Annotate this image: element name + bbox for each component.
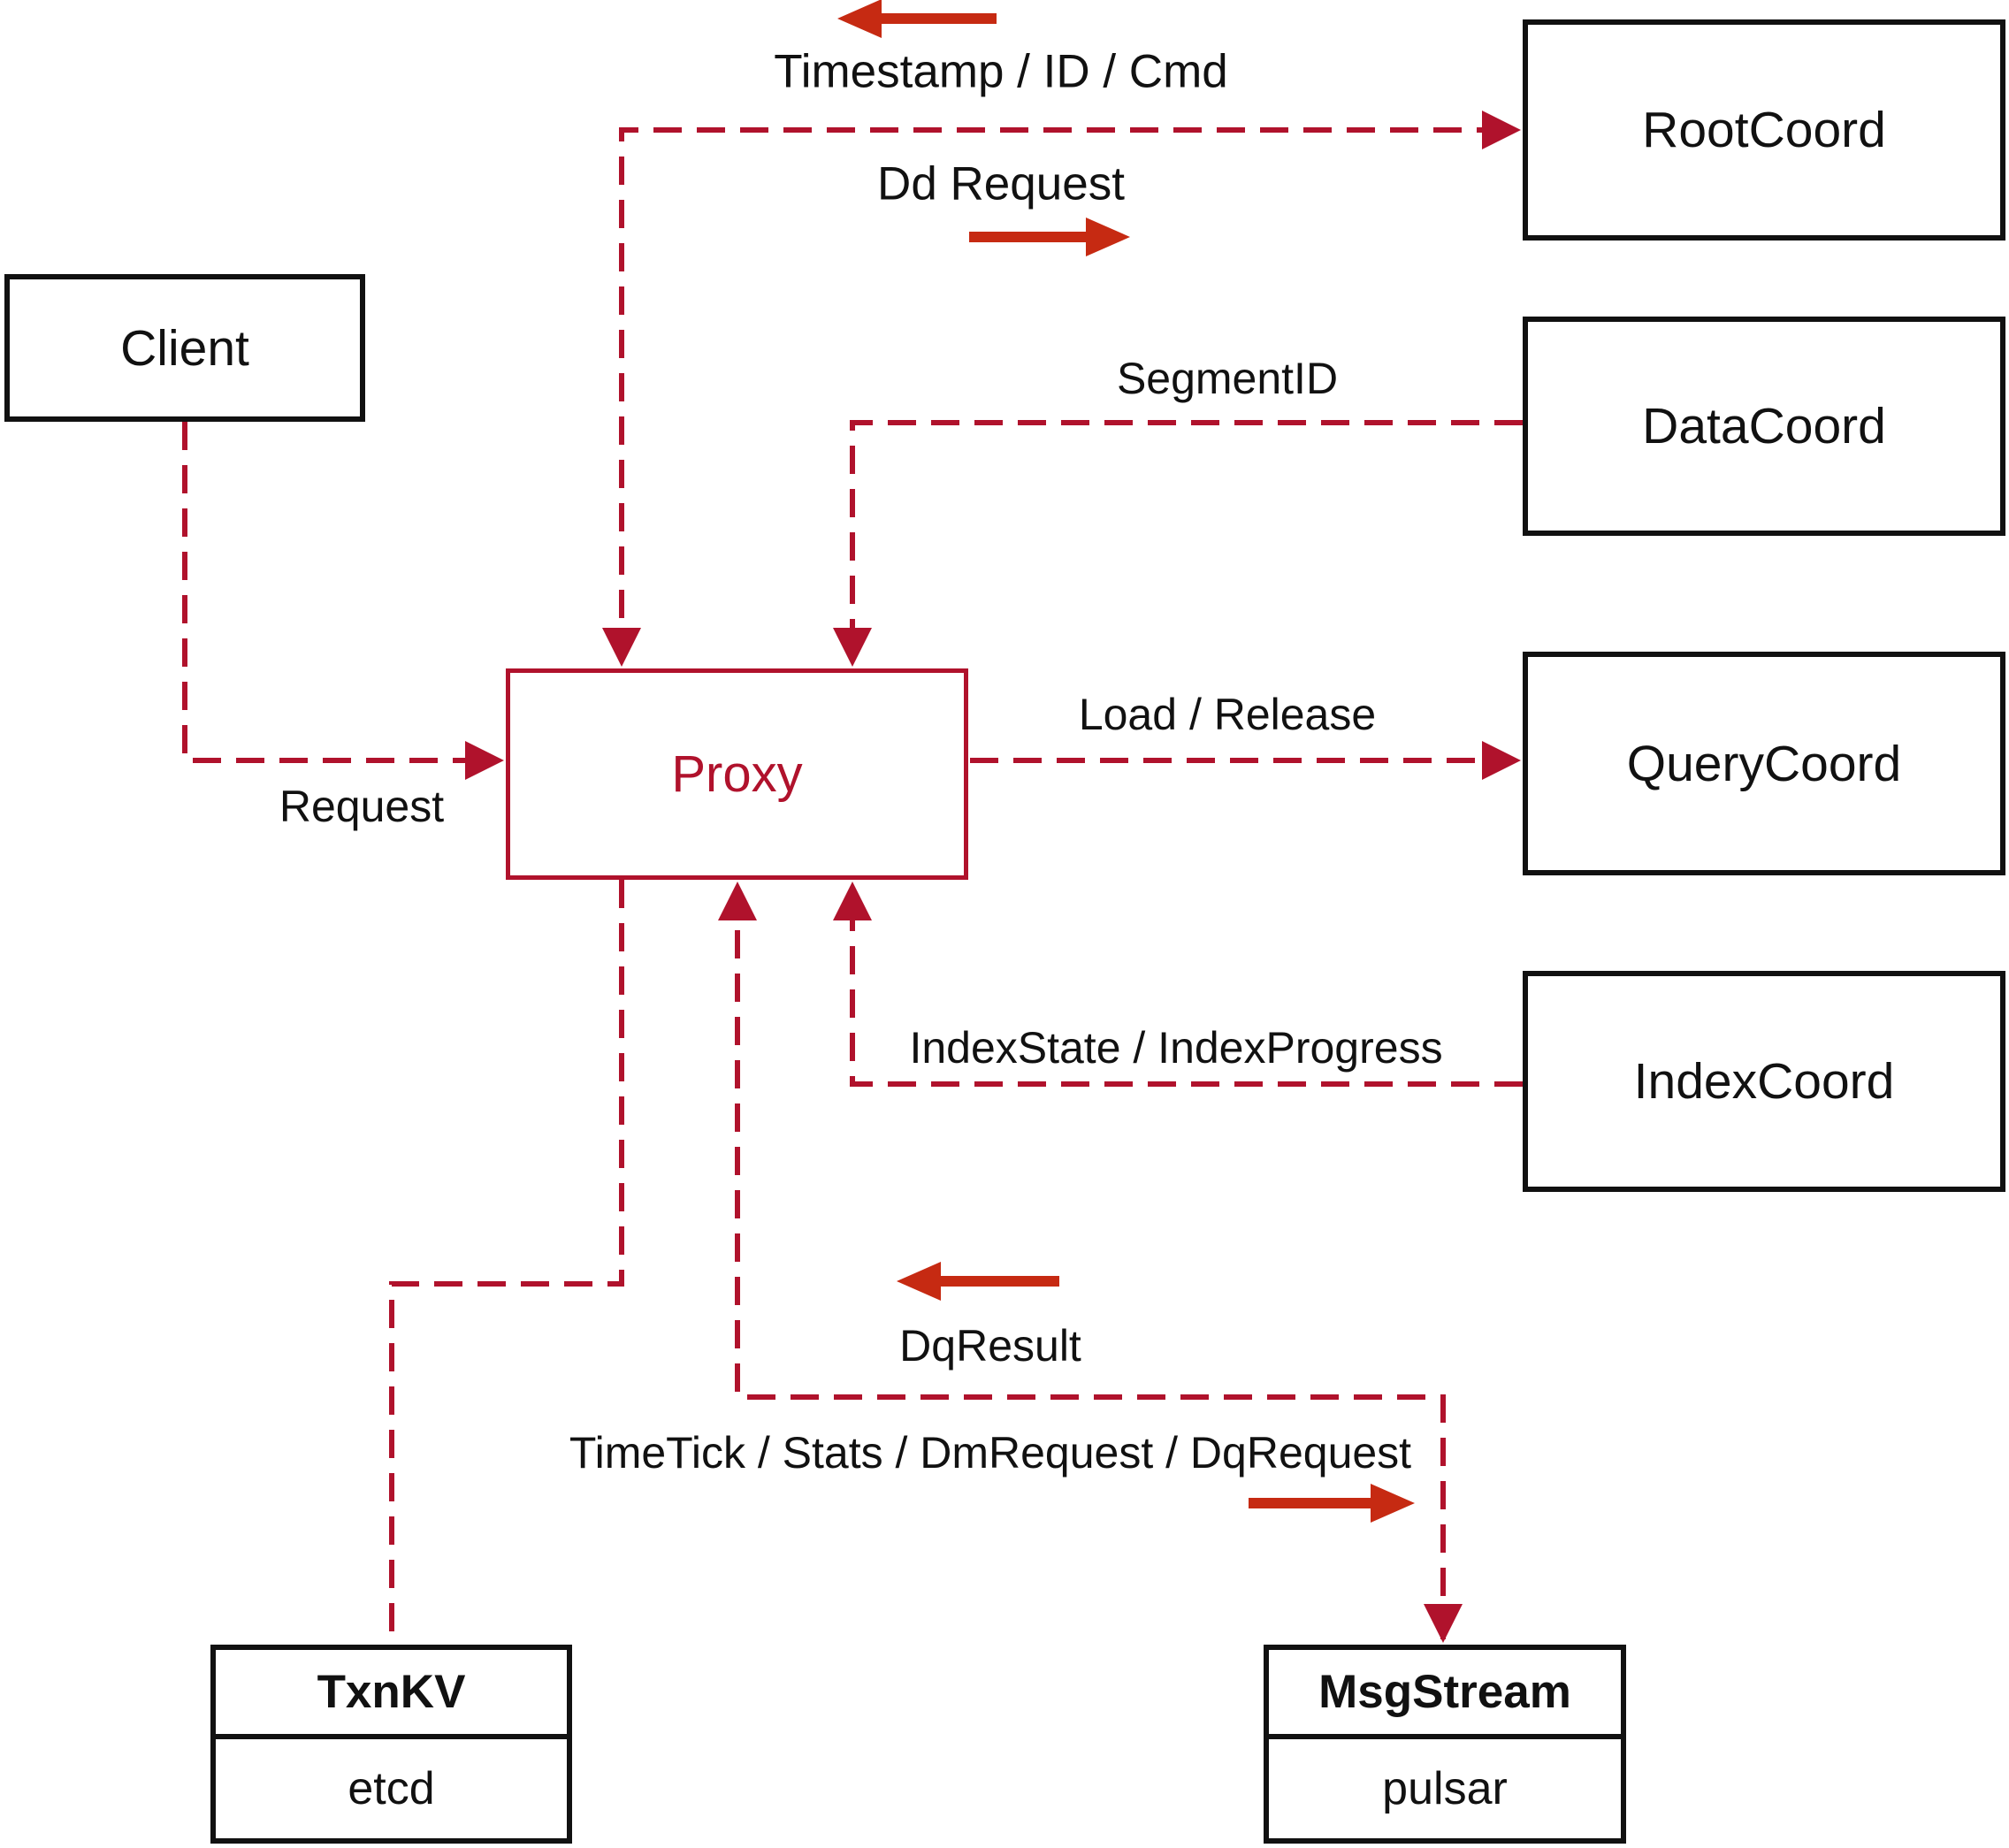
msgstream-subtitle: pulsar xyxy=(1382,1763,1508,1814)
indexcoord-node: IndexCoord xyxy=(1523,971,2005,1192)
edge-proxy-rootcoord xyxy=(619,127,1505,661)
arrowhead-into-proxy-top-1 xyxy=(602,628,641,667)
arrowhead-into-rootcoord xyxy=(1482,111,1521,149)
client-label: Client xyxy=(120,319,249,377)
arrowhead-into-proxy-left xyxy=(465,741,504,780)
flow-left-arrow-icon xyxy=(897,1262,1059,1301)
edge-proxy-txnkv xyxy=(389,880,624,1645)
edge-datacoord-proxy xyxy=(850,420,1523,661)
querycoord-node: QueryCoord xyxy=(1523,652,2005,875)
edge-label-load-release: Load / Release xyxy=(1078,690,1377,739)
msgstream-title: MsgStream xyxy=(1269,1650,1621,1739)
edge-label-dq-result: DqResult xyxy=(899,1321,1081,1371)
indexcoord-label: IndexCoord xyxy=(1633,1053,1895,1110)
arrowhead-into-proxy-bottom-1 xyxy=(833,882,872,920)
arrowhead-into-msgstream xyxy=(1424,1604,1463,1643)
proxy-label: Proxy xyxy=(671,745,803,803)
msgstream-node: MsgStream pulsar xyxy=(1264,1645,1626,1844)
datacoord-node: DataCoord xyxy=(1523,317,2005,536)
rootcoord-node: RootCoord xyxy=(1523,19,2005,241)
arrowhead-into-querycoord xyxy=(1482,741,1521,780)
querycoord-label: QueryCoord xyxy=(1626,735,1902,792)
datacoord-label: DataCoord xyxy=(1642,398,1886,454)
proxy-node: Proxy xyxy=(506,668,968,880)
edge-label-timestamp-id-cmd: Timestamp / ID / Cmd xyxy=(774,45,1228,98)
edge-proxy-msgstream xyxy=(735,887,1446,1639)
edge-label-segment-id: SegmentID xyxy=(1116,354,1339,403)
edge-indexcoord-proxy xyxy=(850,889,1523,1087)
flow-right-arrow-icon xyxy=(969,218,1130,256)
flow-left-arrow-icon xyxy=(837,0,997,38)
txnkv-node: TxnKV etcd xyxy=(210,1645,572,1844)
flow-right-arrow-icon xyxy=(1249,1484,1415,1523)
edge-label-request: Request xyxy=(279,782,445,831)
rootcoord-label: RootCoord xyxy=(1642,102,1886,158)
edge-client-proxy xyxy=(182,422,488,763)
edge-label-dd-request: Dd Request xyxy=(877,157,1125,210)
edge-label-timetick-stats: TimeTick / Stats / DmRequest / DqRequest xyxy=(569,1428,1412,1478)
edge-label-index-state-progress: IndexState / IndexProgress xyxy=(909,1023,1443,1073)
txnkv-title: TxnKV xyxy=(216,1650,567,1739)
txnkv-subtitle: etcd xyxy=(348,1763,435,1814)
arrowhead-into-proxy-bottom-2 xyxy=(718,882,757,920)
arrowhead-into-proxy-top-2 xyxy=(833,628,872,667)
client-node: Client xyxy=(4,274,365,422)
